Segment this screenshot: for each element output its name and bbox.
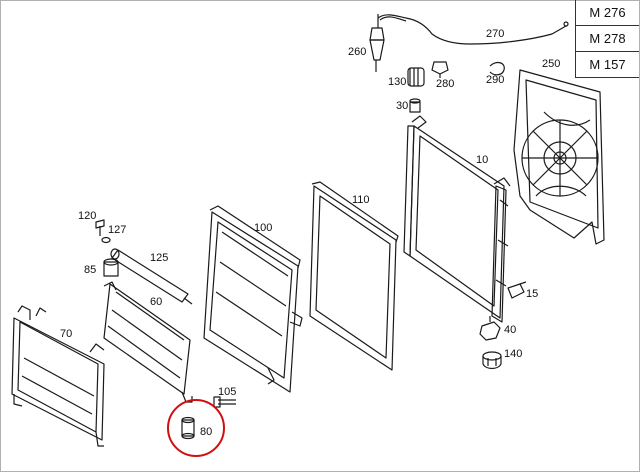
callout-270[interactable]: 270 xyxy=(486,28,505,40)
bolt-105[interactable] xyxy=(213,396,236,408)
callout-30[interactable]: 30 xyxy=(396,100,409,112)
callout-127[interactable]: 127 xyxy=(108,224,127,236)
highlight-circle xyxy=(167,399,225,457)
callout-130[interactable]: 130 xyxy=(388,76,407,88)
cap-30[interactable] xyxy=(409,98,421,113)
callout-290[interactable]: 290 xyxy=(486,74,505,86)
screw-120[interactable] xyxy=(95,219,105,236)
bracket-40[interactable] xyxy=(479,316,501,341)
cap-85[interactable] xyxy=(103,258,119,277)
grommet-127[interactable] xyxy=(101,236,111,244)
engine-code-table: M 276 M 278 M 157 xyxy=(575,0,639,78)
clip-280[interactable] xyxy=(431,61,449,78)
callout-85[interactable]: 85 xyxy=(84,264,97,276)
callout-110[interactable]: 110 xyxy=(352,194,370,206)
callout-260[interactable]: 260 xyxy=(348,46,367,58)
clip-290[interactable] xyxy=(489,61,505,76)
mount-140[interactable] xyxy=(482,351,502,370)
callout-105[interactable]: 105 xyxy=(218,386,237,398)
callout-70[interactable]: 70 xyxy=(60,328,73,340)
part-130[interactable] xyxy=(407,67,425,87)
callout-100[interactable]: 100 xyxy=(254,222,273,234)
callout-15[interactable]: 15 xyxy=(526,288,539,300)
callout-125[interactable]: 125 xyxy=(150,252,169,264)
engine-code: M 278 xyxy=(576,25,639,51)
callout-120[interactable]: 120 xyxy=(78,210,97,222)
callout-280[interactable]: 280 xyxy=(436,78,455,90)
callout-40[interactable]: 40 xyxy=(504,324,517,336)
frame-110[interactable] xyxy=(309,181,399,371)
radiator-60[interactable] xyxy=(103,281,193,403)
callout-140[interactable]: 140 xyxy=(504,348,523,360)
fan-shroud-250[interactable] xyxy=(513,69,605,245)
sensor-260[interactable] xyxy=(369,14,385,72)
engine-code: M 157 xyxy=(576,51,639,77)
engine-code: M 276 xyxy=(589,5,626,20)
hose-270[interactable] xyxy=(377,14,569,45)
callout-10[interactable]: 10 xyxy=(476,154,489,166)
callout-80[interactable]: 80 xyxy=(200,426,213,438)
callout-250[interactable]: 250 xyxy=(542,58,561,70)
callout-60[interactable]: 60 xyxy=(150,296,163,308)
condenser-100[interactable] xyxy=(203,205,303,393)
carrier-70[interactable] xyxy=(11,305,105,447)
rubber-mount-80[interactable] xyxy=(181,416,195,440)
clip-15[interactable] xyxy=(507,281,527,299)
radiator-10[interactable] xyxy=(403,115,511,323)
